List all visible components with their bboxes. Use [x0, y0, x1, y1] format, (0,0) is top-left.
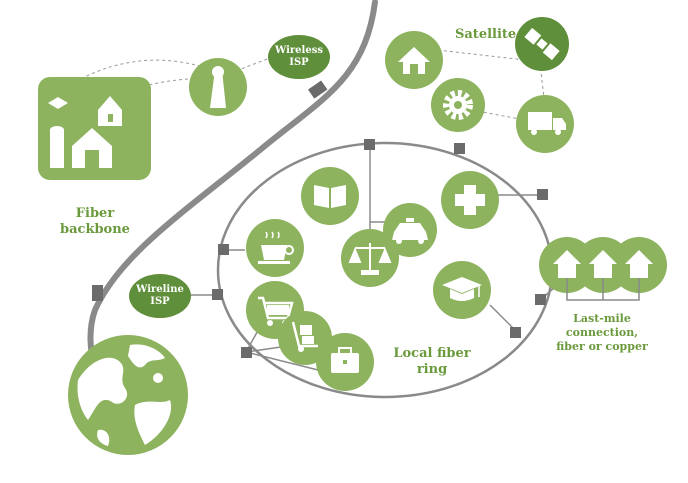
book-node — [301, 167, 359, 225]
houses-cluster — [539, 237, 667, 301]
last-mile-label: fiber or copper — [556, 340, 648, 353]
ring-connector — [489, 304, 516, 331]
coffee-cup-icon — [258, 231, 294, 264]
ring-connector — [245, 351, 319, 371]
local-fiber-ring-label: Local fiber — [393, 346, 470, 361]
book-icon — [314, 185, 346, 208]
antenna-icon — [210, 66, 226, 108]
satellite-icon — [524, 27, 560, 61]
graduation-cap-icon — [442, 277, 482, 301]
ring-junctions — [212, 139, 548, 358]
globe-icon — [68, 335, 188, 455]
backbone-junction — [92, 285, 103, 301]
wireless-link — [69, 59, 213, 86]
wireline-isp-label: ISP — [150, 296, 170, 307]
delivery-truck-icon — [528, 112, 566, 135]
houses-icon — [553, 250, 653, 278]
taxi-icon — [392, 218, 428, 244]
health-cross-icon — [455, 185, 485, 215]
wireless-isp-badge — [268, 35, 330, 79]
wireless-isp-label: ISP — [289, 57, 309, 68]
fiber-backbone-line — [87, 0, 378, 373]
wireline-isp-label: Wireline — [135, 284, 184, 295]
backbone-junction — [308, 80, 328, 99]
home-icon — [398, 47, 430, 74]
last-mile-label: Last-mile — [573, 312, 631, 325]
satellite-label: Satellite — [455, 27, 516, 42]
scales-of-justice-icon — [348, 243, 392, 275]
wireless-isp-label: Wireless — [274, 45, 323, 56]
gear-icon — [443, 90, 473, 120]
hand-truck-icon — [291, 321, 318, 352]
last-mile-label: connection, — [566, 326, 638, 339]
briefcase-icon — [331, 347, 359, 373]
fiber-backbone-label: backbone — [60, 222, 130, 237]
fiber-backbone-label: Fiber — [76, 206, 115, 221]
wireline-isp-badge — [129, 274, 191, 318]
local-fiber-ring-label: ring — [417, 362, 447, 377]
farm-icon — [48, 96, 122, 168]
